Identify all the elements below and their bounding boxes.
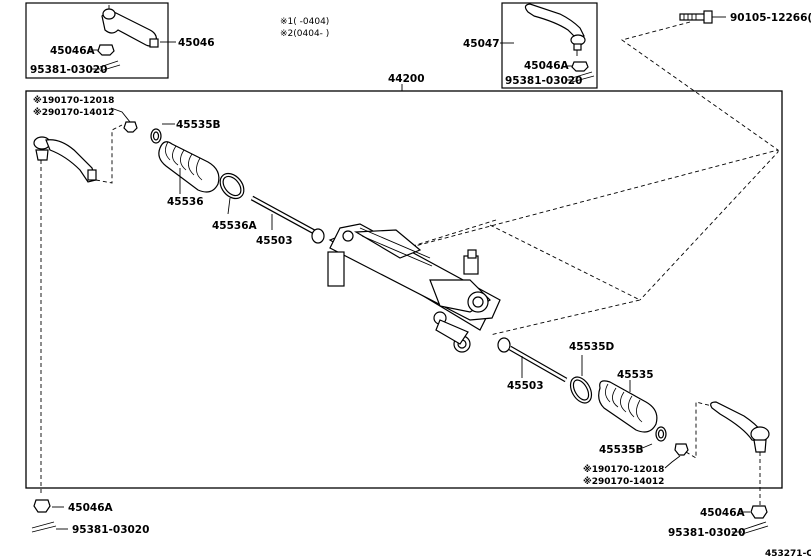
steering-gear-housing-drawing: [327, 223, 501, 353]
rack-assembly-frame: [25, 90, 783, 489]
clamp-45535d-drawing: [569, 376, 593, 404]
dashed-leader-housing: [399, 219, 497, 251]
tie-rod-end-left-drawing: [33, 136, 97, 183]
label-45535b-right: 45535B: [599, 444, 644, 456]
label-clip-left-1: ※190170-12018: [33, 95, 114, 106]
clamp-45535b-left-drawing: [150, 128, 162, 144]
label-44200: 44200: [388, 73, 425, 85]
cotter-pin-drawing-br: [741, 521, 769, 535]
label-95381-top-right: 95381-03020: [505, 75, 582, 87]
label-45046a-bottom-left: 45046A: [68, 502, 114, 514]
label-45047: 45047: [463, 38, 500, 50]
label-45503-right: 45503: [507, 380, 544, 392]
clamp-45536a-drawing: [219, 172, 245, 200]
label-45046a-top-right: 45046A: [524, 60, 570, 72]
dashed-leader-bolt-lower: [489, 224, 642, 336]
clamp-45535b-right-drawing: [655, 426, 667, 442]
label-95381-bottom-left: 95381-03020: [72, 524, 149, 536]
cotter-pin-drawing-tl: [99, 60, 121, 72]
castle-nut-drawing-tl: [97, 44, 115, 56]
label-45046: 45046: [178, 37, 215, 49]
boot-45535-drawing: [598, 380, 658, 433]
diagram-id: 453271-C: [765, 549, 811, 559]
label-45535b-left: 45535B: [176, 119, 221, 131]
tie-rod-end-right-drawing: [710, 401, 770, 453]
label-clip-right-1: ※190170-12018: [583, 464, 664, 475]
dashed-leader-bolt-right: [639, 150, 779, 301]
tie-rod-end-rh-drawing: [524, 3, 586, 56]
inset-box-tie-rod-end-rh: [501, 2, 598, 89]
note-line-1: ※1( -0404): [280, 17, 329, 27]
rack-end-left-drawing: [250, 195, 325, 244]
label-45535d: 45535D: [569, 341, 615, 353]
label-45536: 45536: [167, 196, 204, 208]
clip-nut-left-drawing: [123, 121, 138, 133]
castle-nut-drawing-br: [750, 505, 768, 519]
note-line-2: ※2(0404- ): [280, 29, 329, 39]
label-clip-left-2: ※290170-14012: [33, 107, 114, 118]
boot-45536-drawing: [158, 141, 220, 193]
label-clip-right-2: ※290170-14012: [583, 476, 664, 487]
bolt-90105-drawing: [679, 10, 713, 24]
dashed-guide-left-clip: [95, 124, 123, 184]
label-45046a-top-left: 45046A: [50, 45, 96, 57]
tie-rod-end-lh-drawing: [101, 5, 159, 48]
inset-box-tie-rod-end-lh: [25, 2, 169, 79]
castle-nut-drawing-bl: [33, 499, 51, 513]
castle-nut-drawing-tr: [571, 61, 589, 72]
label-45536a: 45536A: [212, 220, 258, 232]
label-95381-top-left: 95381-03020: [30, 64, 107, 76]
label-45535: 45535: [617, 369, 654, 381]
cotter-pin-drawing-bl: [31, 521, 57, 533]
label-95381-bottom-right: 95381-03020: [668, 527, 745, 539]
rack-end-right-drawing: [497, 337, 568, 383]
clip-nut-right-drawing: [674, 443, 689, 456]
label-45046a-bottom-right: 45046A: [700, 507, 746, 519]
cotter-pin-drawing-tr: [571, 71, 595, 83]
label-45503-left: 45503: [256, 235, 293, 247]
dashed-guide-right-clip: [685, 401, 713, 459]
dashed-leader-bolt-upper: [399, 21, 780, 251]
label-90105-12266: 90105-12266(2): [730, 12, 811, 24]
